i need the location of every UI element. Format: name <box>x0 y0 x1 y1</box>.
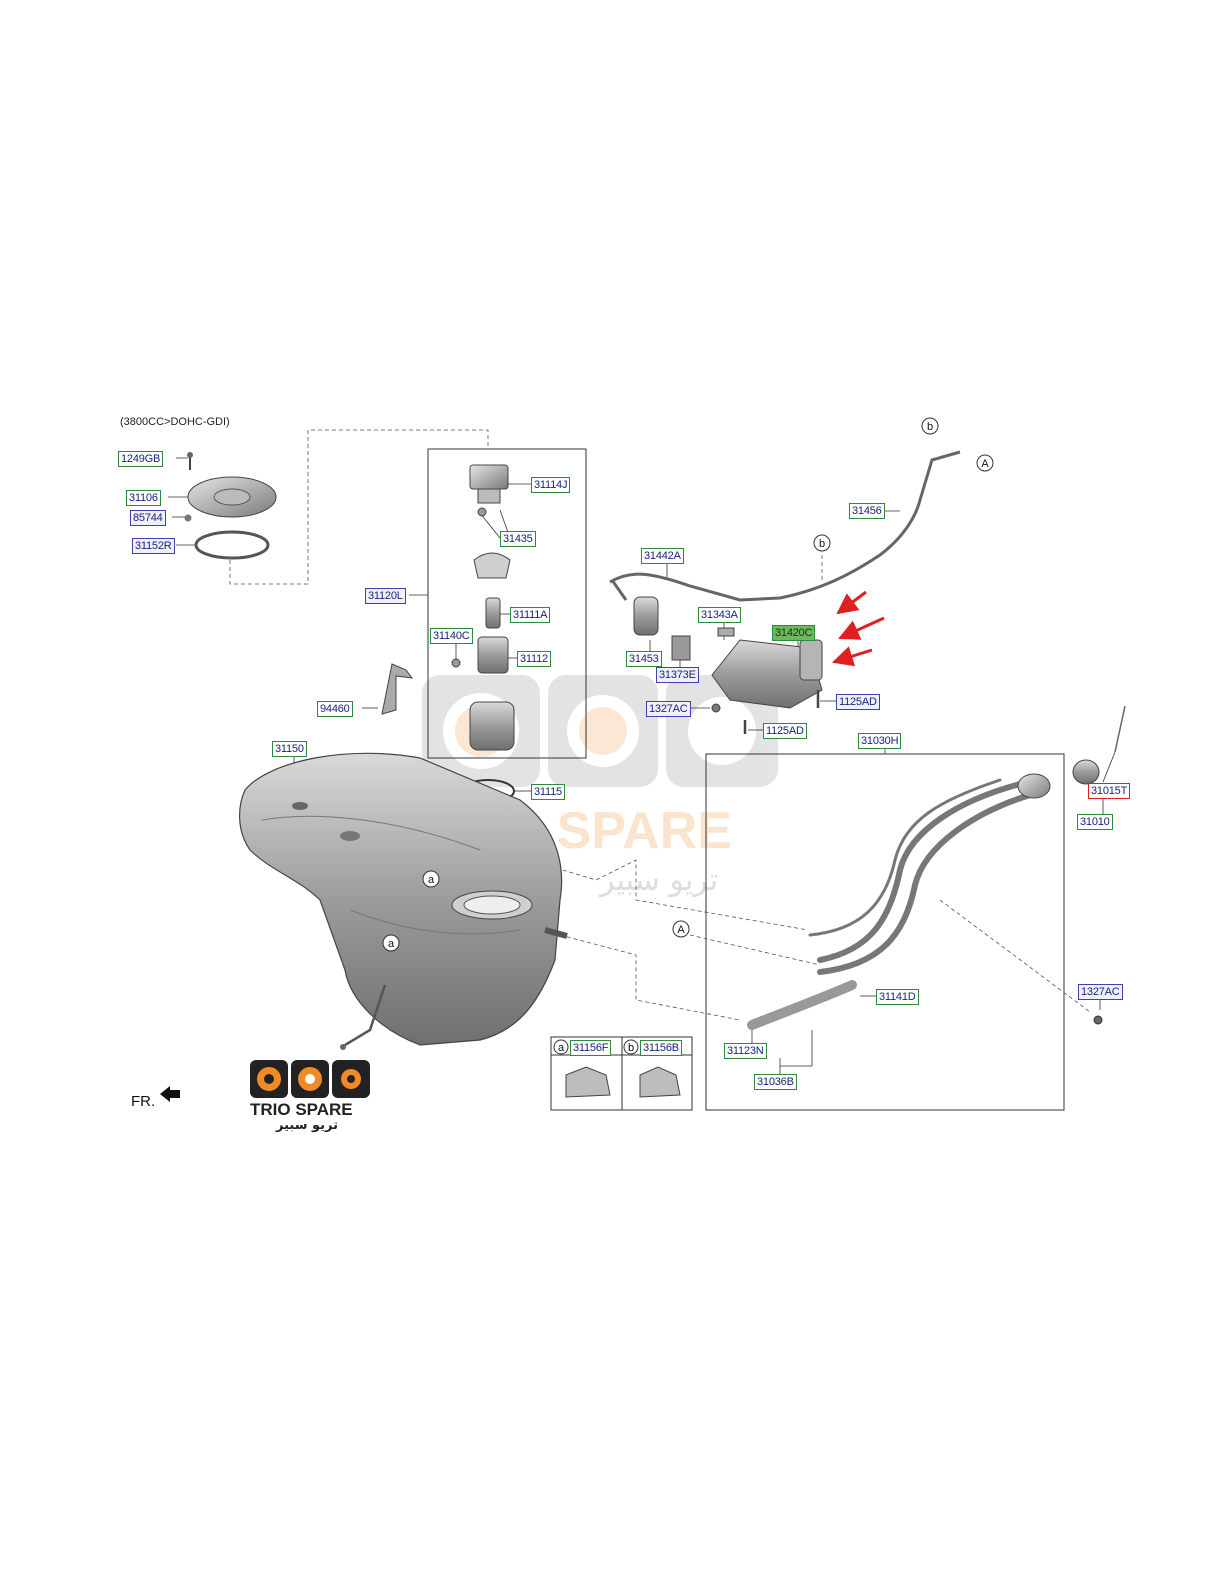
fuel-tank <box>238 752 568 1050</box>
part-label-31156b[interactable]: 31156B <box>640 1040 682 1056</box>
callout-a-tank-2: a <box>388 938 395 950</box>
part-label-31150[interactable]: 31150 <box>272 741 307 757</box>
part-label-31106[interactable]: 31106 <box>126 490 161 506</box>
part-label-31152r[interactable]: 31152R <box>132 538 175 554</box>
callout-a-tank-1: a <box>428 874 435 886</box>
watermark-arabic: تريو سبير <box>598 863 718 898</box>
part-label-31373e[interactable]: 31373E <box>656 667 699 683</box>
part-label-31456[interactable]: 31456 <box>849 503 885 519</box>
part-label-31115[interactable]: 31115 <box>531 784 565 800</box>
part-label-31420c-highlighted[interactable]: 31420C <box>772 625 816 641</box>
part-label-31111a[interactable]: 31111A <box>510 607 551 623</box>
part-label-31030h[interactable]: 31030H <box>858 733 902 749</box>
part-label-31123n[interactable]: 31123N <box>724 1043 767 1059</box>
part-label-31112[interactable]: 31112 <box>517 651 551 667</box>
part-label-31036b[interactable]: 31036B <box>754 1074 797 1090</box>
callout-b-table: b <box>628 1042 634 1054</box>
cap-tether <box>1114 705 1126 753</box>
part-label-31156f[interactable]: 31156F <box>570 1040 612 1056</box>
brand-logo <box>250 1060 370 1098</box>
part-label-31435[interactable]: 31435 <box>500 531 536 547</box>
watermark <box>422 675 778 787</box>
callout-a-table: a <box>558 1042 565 1054</box>
part-label-31010[interactable]: 31010 <box>1077 814 1113 830</box>
filler-cap-ring <box>1017 773 1051 799</box>
part-label-85744[interactable]: 85744 <box>130 510 166 526</box>
filler-cap <box>1072 759 1100 785</box>
callout-A-neck: A <box>677 924 685 936</box>
part-label-31343a[interactable]: 31343A <box>698 607 741 623</box>
engine-spec-note: (3800CC>DOHC-GDI) <box>120 416 230 428</box>
part-label-1327ac-lower[interactable]: 1327AC <box>1078 984 1123 1000</box>
fuel-pump-module-parts <box>451 464 515 803</box>
filler-neck <box>747 778 1033 1030</box>
vapor-lines <box>609 450 961 602</box>
part-label-31140c[interactable]: 31140C <box>430 628 473 644</box>
part-label-1125ad-lower[interactable]: 1125AD <box>763 723 807 739</box>
brand-arabic: تريو سبير <box>276 1118 339 1133</box>
callout-b-top: b <box>927 421 933 433</box>
canister-parts <box>633 596 823 734</box>
part-label-1125ad-right[interactable]: 1125AD <box>836 694 880 710</box>
pump-cover-parts <box>184 452 277 560</box>
callout-circles <box>382 417 994 1055</box>
part-label-31442a[interactable]: 31442A <box>641 548 684 564</box>
brand-name: TRIO SPARE <box>250 1100 353 1119</box>
part-label-94460[interactable]: 94460 <box>317 701 353 717</box>
highlight-arrows <box>831 590 885 667</box>
clip-drawings <box>565 1066 681 1098</box>
part-label-31114j[interactable]: 31114J <box>531 477 571 493</box>
part-label-31141d[interactable]: 31141D <box>876 989 919 1005</box>
nut <box>1093 1015 1103 1025</box>
callout-b-mid: b <box>819 538 825 550</box>
part-label-1327ac-upper[interactable]: 1327AC <box>646 701 691 717</box>
callout-A-top: A <box>981 458 989 470</box>
sender-bracket <box>381 663 414 715</box>
part-label-1249gb[interactable]: 1249GB <box>118 451 164 467</box>
front-arrow-icon <box>160 1086 180 1102</box>
front-marker: FR. <box>131 1093 156 1110</box>
part-label-31120l[interactable]: 31120L <box>365 588 406 604</box>
part-label-31453[interactable]: 31453 <box>626 651 662 667</box>
part-label-31015t-highlighted[interactable]: 31015T <box>1088 783 1131 799</box>
